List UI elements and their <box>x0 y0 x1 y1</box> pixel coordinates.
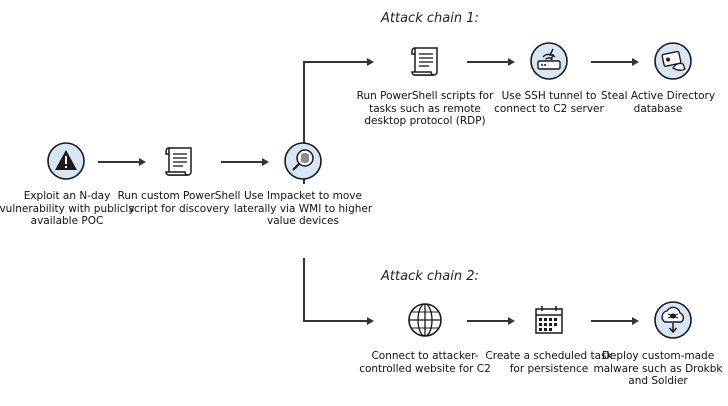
id-card-theft-icon <box>653 41 693 81</box>
arrow-chain2-step2-to-step3 <box>591 317 639 324</box>
branch-connector-up <box>303 61 305 184</box>
step-scheduled-task-caption: Create a scheduled task for persistence <box>485 350 613 375</box>
arrow-chain1-step1-to-step2 <box>467 58 515 65</box>
arrow-chain2-step1-to-step2 <box>467 317 515 324</box>
arrow-chain1-step2-to-step3 <box>591 58 639 65</box>
script-scroll-icon <box>405 41 445 81</box>
arrow-script-to-impacket <box>221 158 269 165</box>
step-deploy-malware-caption: Deploy custom-made malware such as Drokb… <box>593 350 723 387</box>
step-run-script-caption: Run custom PowerShell script for discove… <box>117 190 241 215</box>
warning-icon <box>46 141 86 181</box>
arrow-exploit-to-script <box>98 158 146 165</box>
arrow-branch-to-chain1 <box>303 58 374 65</box>
attack-chain-1-label: Attack chain 1: <box>381 11 479 26</box>
step-connect-website-caption: Connect to attacker-controlled website f… <box>359 350 491 375</box>
step-steal-ad-caption: Steal Active Directory database <box>600 90 716 115</box>
malware-download-icon <box>653 300 693 340</box>
branch-connector-down <box>303 258 305 320</box>
fingerprint-search-icon <box>283 141 323 181</box>
calendar-icon <box>529 300 569 340</box>
attack-chain-2-label: Attack chain 2: <box>381 269 479 284</box>
script-scroll-icon <box>159 141 199 181</box>
step-ssh-tunnel-caption: Use SSH tunnel to connect to C2 server <box>494 90 604 115</box>
step-exploit-caption: Exploit an N-day vulnerability with publ… <box>0 190 135 227</box>
globe-icon <box>405 300 445 340</box>
arrow-branch-to-chain2 <box>303 317 374 324</box>
router-icon <box>529 41 569 81</box>
step-powershell-tasks-caption: Run PowerShell scripts for tasks such as… <box>356 90 494 127</box>
step-impacket-caption: Use Impacket to move laterally via WMI t… <box>233 190 373 227</box>
